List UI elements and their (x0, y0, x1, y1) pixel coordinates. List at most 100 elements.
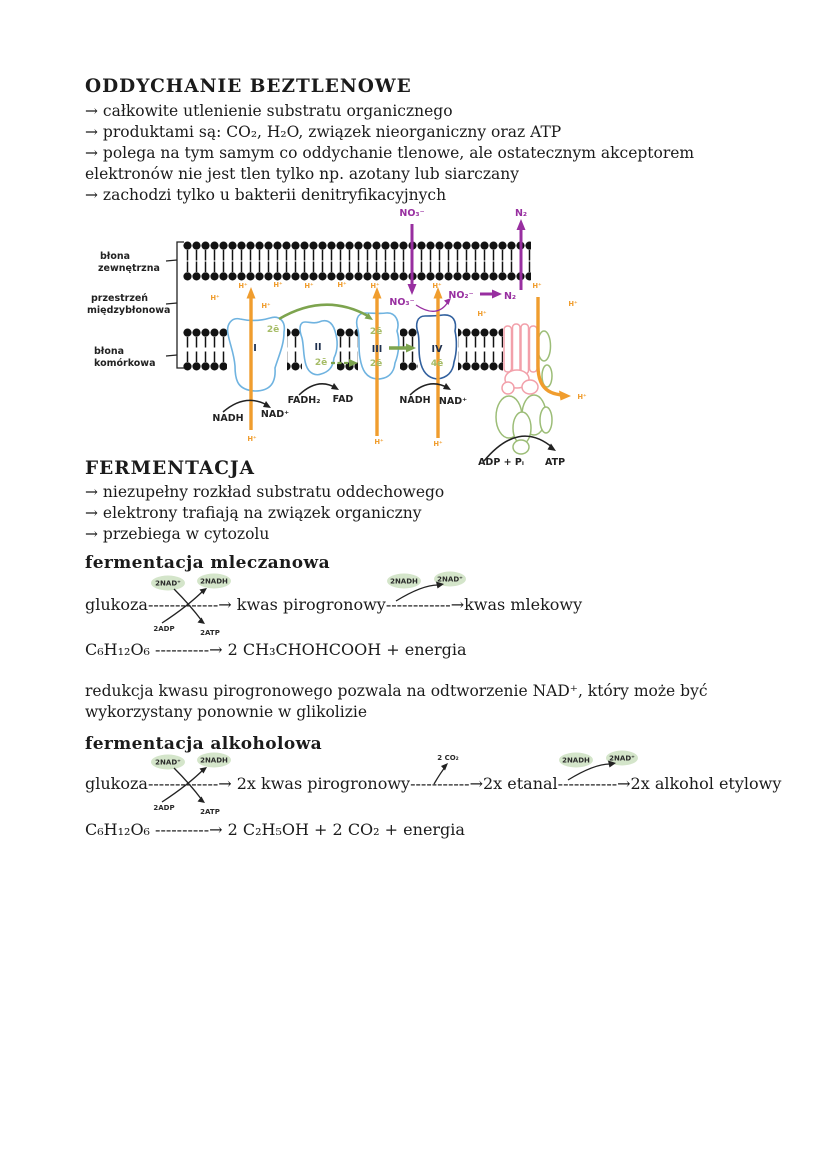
complex-iii-label: III (372, 344, 383, 355)
note-line: redukcja kwasu pirogronowego pozwala na … (85, 682, 708, 700)
electron-label: 2ē (315, 358, 327, 368)
h-plus-label: H⁺ (210, 294, 220, 302)
label-2nadh: 2NADH (562, 757, 590, 765)
eq-dashes: -----------→ (557, 774, 631, 793)
eq-2x-kwas-pirogronowy: 2x kwas pirogronowy (231, 774, 411, 793)
h-plus-label: H⁺ (433, 440, 443, 448)
green-highlight (433, 571, 466, 587)
proton-flow-through-synthase (536, 297, 562, 397)
oddychanie-bullets: → całkowite utlenienie substratu organic… (85, 101, 765, 206)
membrane-bracket (165, 241, 184, 369)
eq-glukoza: glukoza (85, 774, 148, 793)
eq-2x-etanal: 2x etanal (482, 774, 558, 793)
green-highlight (150, 575, 185, 591)
label-2nadh: 2NADH (200, 757, 228, 765)
green-highlight (605, 750, 638, 766)
label-intermembrane-space: międzybłonowa (87, 305, 170, 316)
eq-arrow-segment-nad-adp: 2NAD⁺ 2NADH 2ADP 2ATP -------------→ (147, 752, 232, 816)
bullet-line: elektronów nie jest tlen tylko np. azota… (85, 165, 519, 183)
proton-pump-arrows (246, 287, 571, 438)
label-2nad-plus: 2NAD⁺ (155, 759, 181, 767)
section-title-fermentacja: FERMENTACJA (85, 458, 256, 479)
h-plus-label: H⁺ (273, 281, 283, 289)
alcoholic-fermentation-formula: C₆H₁₂O₆ ----------→ 2 C₂H₅OH + 2 CO₂ + e… (85, 820, 465, 839)
eq-arrow-segment-nadh: 2NADH 2NAD⁺ -----------→ (557, 750, 638, 793)
green-highlight (558, 752, 593, 768)
label-intermembrane-space: przestrzeń (91, 293, 148, 304)
h-plus-label: H⁺ (304, 282, 314, 290)
eq-dashes: -----------→ (410, 774, 483, 793)
bullet-line: → zachodzi tylko u bakterii denitryfikac… (85, 186, 447, 204)
lactic-fermentation-scheme: glukoza 2NAD⁺ 2NADH 2ADP 2ATP ----------… (85, 571, 583, 637)
atp-synthase (495, 323, 553, 455)
eq-arrow-segment-nadh: 2NADH 2NAD⁺ ------------→ (385, 571, 466, 614)
nitrate-pathway (407, 219, 526, 312)
atp-synthase-f1-green (495, 330, 553, 455)
section-title-oddychanie: ODDYCHANIE BEZTLENOWE (85, 76, 412, 97)
fermentacja-bullets: → niezupełny rozkład substratu oddechowe… (85, 482, 765, 545)
h-plus-label: H⁺ (577, 393, 587, 401)
alcoholic-fermentation-scheme: glukoza 2NAD⁺ 2NADH 2ADP 2ATP ----------… (85, 750, 782, 816)
label-no3-inner: NO₃⁻ (389, 297, 414, 308)
eq-dashes: -------------→ (147, 595, 232, 614)
label-2nad-plus: 2NAD⁺ (609, 755, 635, 763)
heading-fermentacja-alkoholowa: fermentacja alkoholowa (85, 734, 323, 754)
label-2adp: 2ADP (153, 804, 174, 812)
electron-transport-chain-diagram: błona zewnętrzna przestrzeń międzybłonow… (87, 208, 587, 468)
label-atp: ATP (545, 457, 565, 468)
label-fadh2: FADH₂ (288, 395, 321, 406)
complex-ii-label: II (314, 342, 321, 353)
label-adp-pi: ADP + Pᵢ (478, 457, 524, 468)
label-outer-membrane: zewnętrzna (98, 263, 160, 274)
complex-ii (299, 319, 338, 376)
bullet-line: → produktami są: CO₂, H₂O, związek nieor… (85, 123, 562, 141)
h-plus-label: H⁺ (477, 310, 487, 318)
h-plus-label: H⁺ (238, 282, 248, 290)
h-plus-label: H⁺ (568, 300, 578, 308)
outer-membrane-bilayer (183, 241, 531, 281)
cell-membrane-bilayer (183, 328, 503, 371)
green-highlight (196, 752, 231, 768)
label-2atp: 2ATP (200, 629, 220, 637)
bullet-line: → niezupełny rozkład substratu oddechowe… (85, 483, 445, 501)
bullet-line: → elektrony trafiają na związek organicz… (85, 504, 422, 522)
eq-glukoza: glukoza (85, 595, 148, 614)
label-no3-top: NO₃⁻ (399, 208, 424, 219)
h-plus-labels: H⁺ H⁺ H⁺ H⁺ H⁺ H⁺ H⁺ H⁺ H⁺ H⁺ H⁺ H⁺ H⁺ H… (210, 281, 587, 448)
lactic-fermentation-formula: C₆H₁₂O₆ ----------→ 2 CH₃CHOHCOOH + ener… (85, 640, 467, 659)
lactic-note: redukcja kwasu pirogronowego pozwala na … (85, 681, 765, 723)
electron-label: 2ē (267, 325, 279, 335)
substrate-arrows (222, 383, 556, 462)
label-n2-inner: N₂ (504, 291, 516, 302)
label-2adp: 2ADP (153, 625, 174, 633)
eq-dashes: -------------→ (147, 774, 232, 793)
complex-i (226, 316, 286, 392)
bullet-line: → polega na tym samym co oddychanie tlen… (85, 144, 695, 162)
electron-flow-arrows (278, 303, 416, 367)
green-highlight (150, 754, 185, 770)
label-nad-plus: NAD⁺ (261, 409, 289, 420)
eq-arrow-segment-nad-adp: 2NAD⁺ 2NADH 2ADP 2ATP -------------→ (147, 573, 232, 637)
green-highlight (196, 573, 231, 589)
eq-2x-alkohol-etylowy: 2x alkohol etylowy (630, 774, 782, 793)
label-nadh: NADH (212, 413, 243, 424)
eq-kwas-pirogronowy: kwas pirogronowy (231, 595, 386, 614)
heading-fermentacja-mleczanowa: fermentacja mleczanowa (85, 553, 330, 573)
bullet-line: → przebiega w cytozolu (85, 525, 270, 543)
label-cell-membrane: błona (94, 346, 124, 357)
h-plus-label: H⁺ (261, 302, 271, 310)
label-2nadh: 2NADH (390, 578, 418, 586)
label-2nadh: 2NADH (200, 578, 228, 586)
eq-kwas-mlekowy: kwas mlekowy (464, 595, 583, 614)
label-2atp: 2ATP (200, 808, 220, 816)
eq-dashes: ------------→ (385, 595, 465, 614)
bullet-line: → całkowite utlenienie substratu organic… (85, 102, 453, 120)
atp-synthase-f0-pink (501, 323, 539, 395)
complex-iv-label: IV (432, 344, 444, 355)
electron-label: 4ē (431, 359, 443, 369)
green-highlight (386, 573, 421, 589)
label-fad: FAD (333, 394, 354, 405)
eq-arrow-segment-co2: 2 CO₂ -----------→ (410, 754, 483, 793)
label-nad-plus: NAD⁺ (439, 396, 467, 407)
